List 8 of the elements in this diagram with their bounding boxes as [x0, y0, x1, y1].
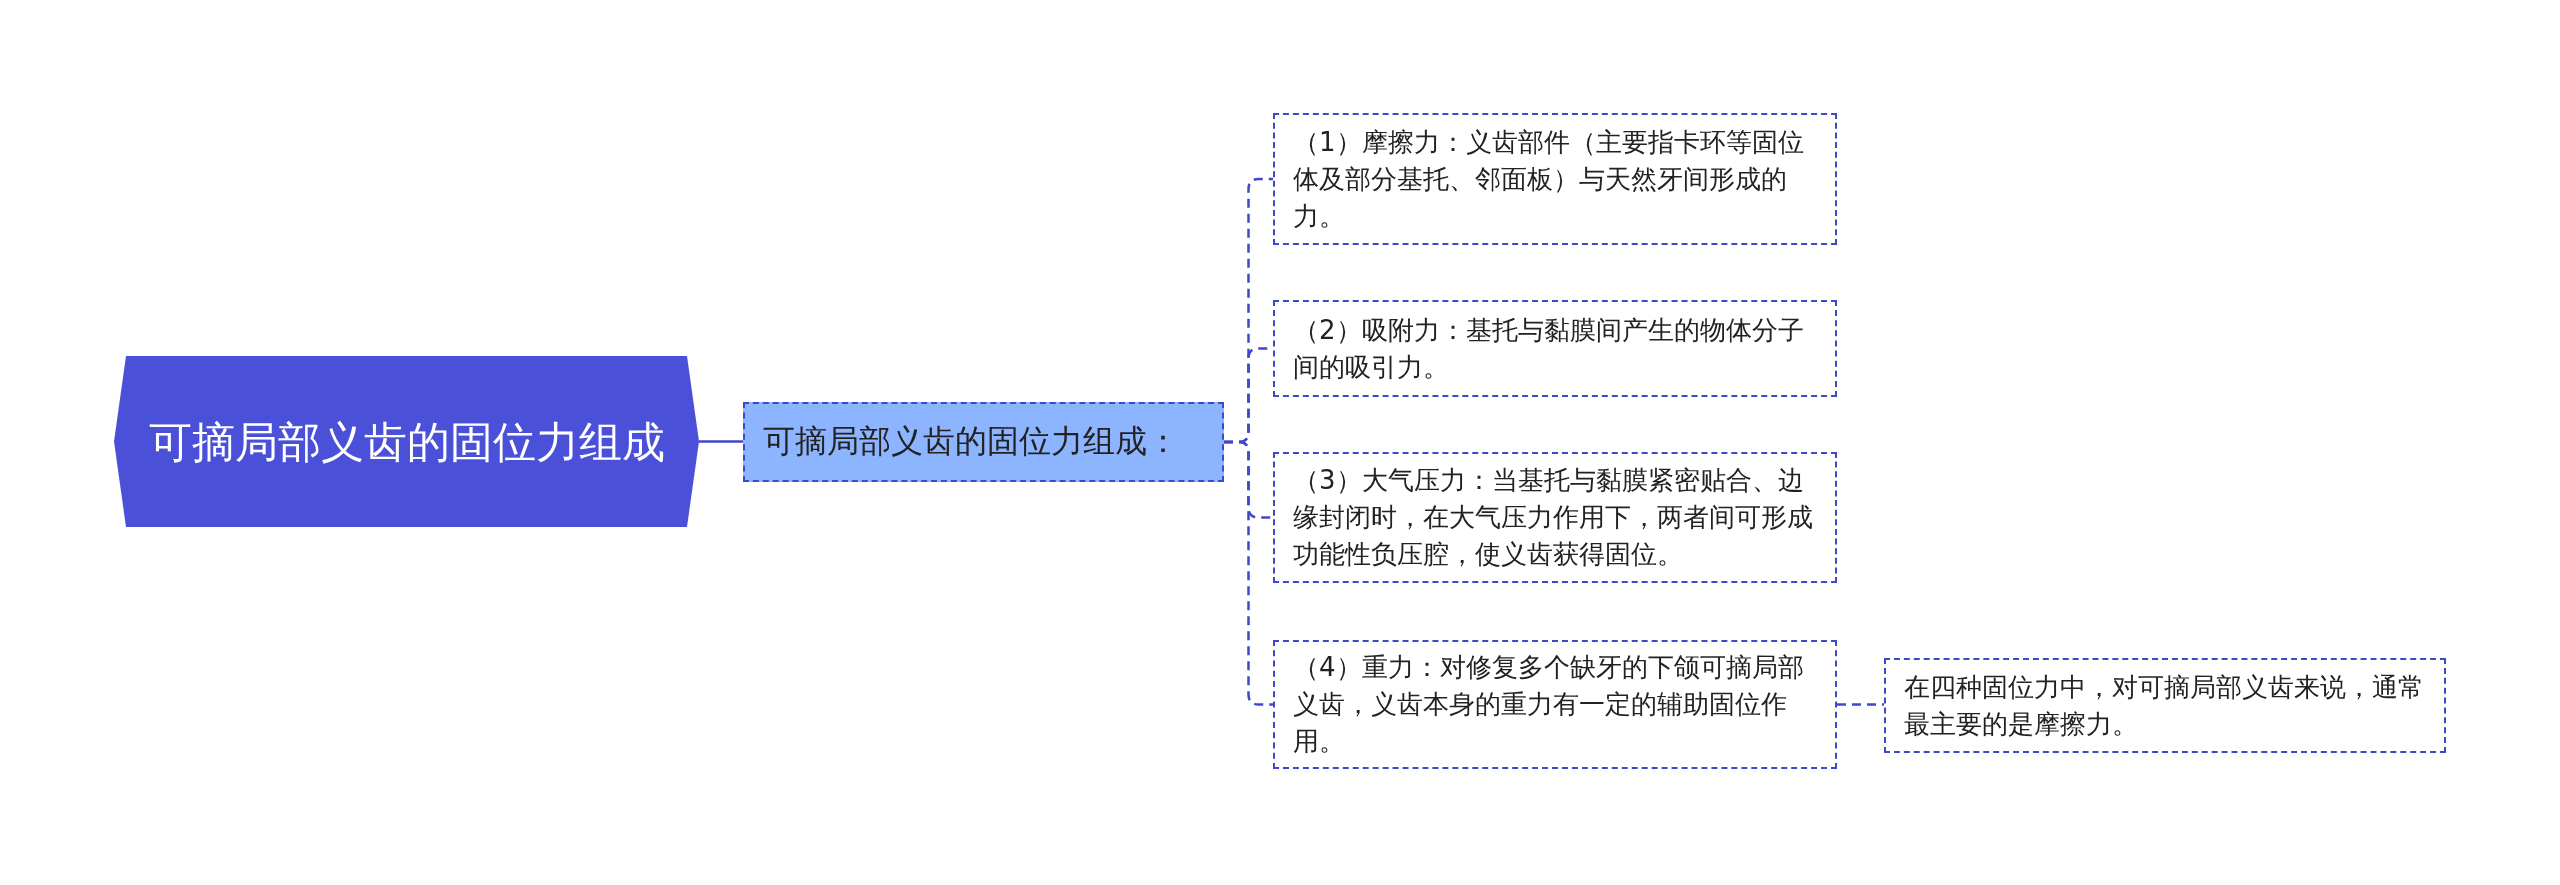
note-box: （4）重力：对修复多个缺牙的下颌可摘局部义齿，义齿本身的重力有一定的辅助固位作用。 [1273, 640, 1837, 769]
note-box: 在四种固位力中，对可摘局部义齿来说，通常最主要的是摩擦力。 [1884, 658, 2446, 753]
connector-line [1837, 703, 1884, 706]
note-box: （1）摩擦力：义齿部件（主要指卡环等固位体及部分基托、邻面板）与天然牙间形成的力。 [1273, 113, 1837, 245]
note-box: （2）吸附力：基托与黏膜间产生的物体分子间的吸引力。 [1273, 300, 1837, 397]
branch-box: 可摘局部义齿的固位力组成： [743, 402, 1224, 482]
connector-line [699, 440, 743, 443]
note-box: （3）大气压力：当基托与黏膜紧密贴合、边缘封闭时，在大气压力作用下，两者间可形成功能性负压腔，使义齿获得固位。 [1273, 452, 1837, 583]
